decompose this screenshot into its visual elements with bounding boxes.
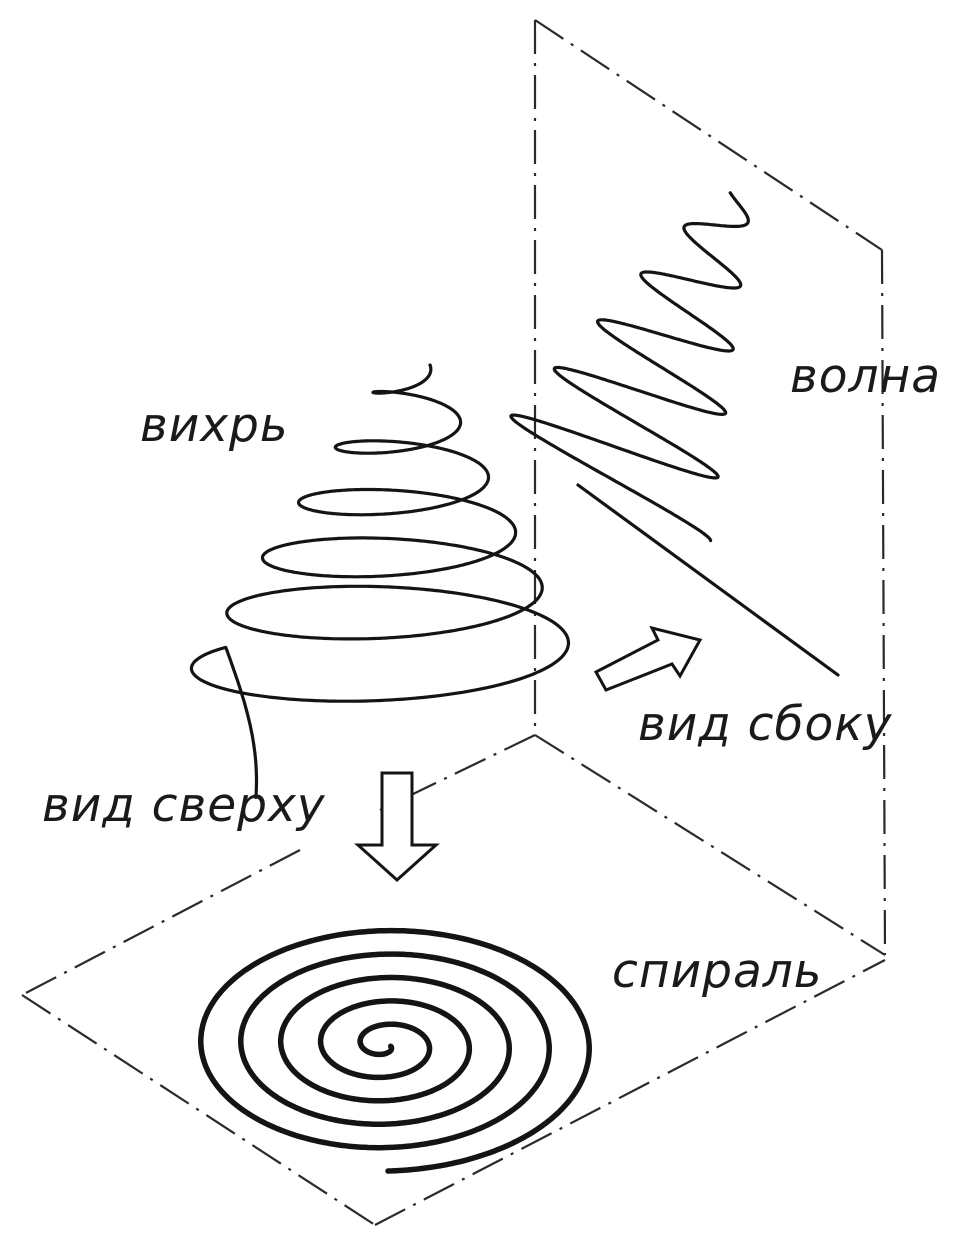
wave-label: волна [790,353,941,400]
top-view-label: вид сверху [42,782,326,829]
side-view-arrow [596,628,700,690]
ground-plane-right-front-edge [375,960,885,1225]
ground-plane-right-back-edge [535,735,885,955]
wave-curve [511,193,748,541]
side-plane-top-edge [535,20,882,250]
spiral-label: спираль [612,948,823,995]
spiral-curve [201,931,589,1171]
wave-tail-line [578,485,838,675]
side-view-label: вид сбоку [638,701,892,748]
vortex-label: вихрь [140,402,289,449]
ground-plane-left-back-edge [22,850,300,995]
side-plane [535,20,885,955]
